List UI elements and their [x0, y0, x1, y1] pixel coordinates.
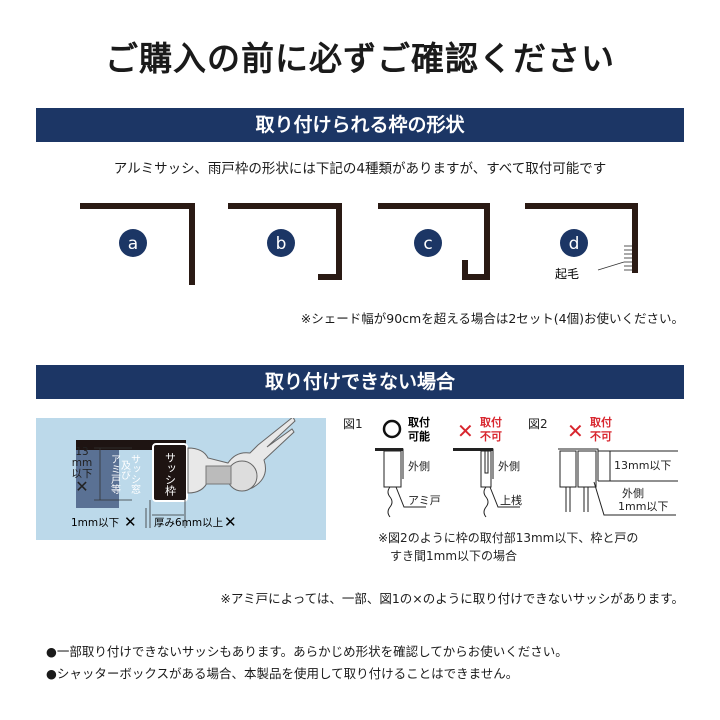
x-mark-icon: ✕	[75, 477, 88, 496]
type-label-b: b	[276, 234, 287, 254]
label: 1mm以下	[618, 500, 668, 513]
label: 13mm以下	[614, 459, 671, 472]
type-label-d: d	[569, 234, 580, 254]
section-heading-mountable: 取り付けられる枠の形状	[36, 108, 684, 142]
label: 外側	[622, 487, 644, 500]
type-label-a: a	[128, 234, 138, 254]
label: 上桟	[500, 493, 522, 507]
label: 取付	[590, 415, 612, 429]
label: mm	[72, 457, 92, 469]
fig2-label: 図2	[528, 417, 548, 431]
fig-note-line2: すき間1mm以下の場合	[390, 548, 517, 563]
fig1-label: 図1	[343, 417, 363, 431]
label: ✕	[224, 513, 237, 531]
frame-shape-b	[228, 203, 342, 280]
sash-frame-label: サッシ枠	[164, 452, 177, 497]
thickness-label: 厚み6mm以上	[154, 517, 223, 529]
frame-shape-a	[80, 203, 195, 285]
gap-label: 1mm以下	[71, 517, 119, 529]
brush-label: 起毛	[555, 267, 579, 281]
bullet-note-2: ●シャッターボックスがある場合、本製品を使用して取り付けることはできません。	[46, 666, 519, 681]
ng-x-icon: ✕	[457, 419, 474, 443]
frame-shape-c	[378, 203, 490, 280]
label: アミ戸	[408, 494, 441, 507]
type-label-c: c	[423, 234, 432, 254]
label: 及び	[119, 460, 131, 480]
clip-diagram: 13 mm 以下 ✕ サッシ窓 及び アミ戸等 サッシ枠 1mm以下 ✕ 厚み6…	[36, 418, 326, 540]
label: 取付	[480, 415, 502, 429]
screen-door-note: ※アミ戸によっては、一部、図1の×のように取り付けできないサッシがあります。	[220, 591, 684, 606]
page-title: ご購入の前に必ずご確認ください	[105, 39, 615, 78]
label: 13	[75, 446, 88, 458]
label: ✕	[124, 513, 137, 531]
frame-shape-d	[525, 203, 638, 273]
section-subtitle: アルミサッシ、雨戸枠の形状には下記の4種類がありますが、すべて取付可能です	[113, 161, 607, 177]
label: 取付	[408, 415, 430, 429]
brush-pile-icon	[624, 245, 632, 271]
fig-note-line1: ※図2のように枠の取付部13mm以下、枠と戸の	[378, 530, 638, 545]
frame-shapes-diagram: a b c d 起毛	[80, 203, 638, 285]
bullet-note-1: ●一部取り付けできないサッシもあります。あらかじめ形状を確認してからお使いくださ…	[46, 644, 568, 659]
label: ✕	[567, 419, 584, 443]
label: サッシ窓	[129, 454, 141, 494]
label: 不可	[590, 430, 612, 443]
label: 可能	[408, 429, 430, 443]
shade-width-note: ※シェード幅が90cmを超える場合は2セット(4個)お使いください。	[300, 311, 684, 326]
label: 不可	[480, 430, 502, 443]
label: 以下	[72, 468, 93, 480]
label: アミ戸等	[109, 454, 121, 494]
label: 外側	[498, 460, 520, 473]
section-heading-not-mountable: 取り付けできない場合	[36, 365, 684, 399]
label: 外側	[408, 460, 430, 473]
